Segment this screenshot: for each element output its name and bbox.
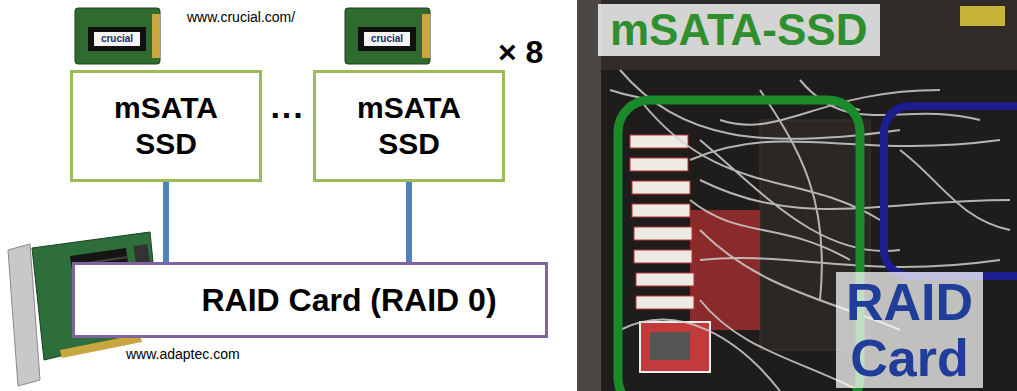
photo-label: mSATA-SSD [598, 4, 880, 56]
ssd-sticker-label [364, 32, 410, 46]
ssd-sticker [88, 27, 146, 51]
ssd-drive [636, 296, 694, 309]
ssd-highlight [618, 100, 860, 391]
ssd-drive [630, 135, 688, 148]
ssd-sticker [358, 27, 416, 51]
ssd-module [650, 332, 690, 360]
ssd-drive [630, 158, 688, 171]
ssd-drive [632, 204, 690, 217]
ssd-board [345, 8, 430, 64]
ssd-board [75, 8, 160, 64]
ssd-drive [634, 250, 692, 263]
ssd-icon [345, 8, 430, 64]
ssd-contacts [422, 14, 430, 58]
raid-highlight [884, 106, 1017, 276]
brand-label: crucial [364, 33, 410, 44]
count-label: × 8 [498, 34, 543, 71]
box-text: mSATA SSD [334, 90, 484, 162]
brand-label: crucial [94, 33, 140, 44]
connector-line [163, 182, 169, 262]
photo-label: RAID Card [836, 272, 983, 388]
box-text: RAID Card (RAID 0) [201, 281, 496, 319]
hardware-photo [577, 0, 1017, 391]
photo-background [577, 0, 1017, 391]
url-label: www.adaptec.com [126, 346, 240, 362]
ssd-drive [636, 273, 694, 286]
url-label: www.crucial.com/ [187, 9, 295, 25]
ssd-box: mSATA SSD [70, 70, 262, 182]
raid-card-box: RAID Card (RAID 0) [72, 262, 548, 338]
ssd-box: mSATA SSD [313, 70, 505, 182]
ssd-sticker-label [94, 32, 140, 46]
case-sticker [960, 6, 1005, 26]
ssd-adapter [640, 322, 710, 372]
ssd-drive [634, 227, 692, 240]
ssd-contacts [152, 14, 160, 58]
connector-line [406, 182, 412, 262]
ssd-icon [75, 8, 160, 64]
case-side [577, 0, 601, 391]
ellipsis-label: ··· [262, 96, 313, 135]
cables [610, 70, 1010, 391]
box-text: mSATA SSD [91, 90, 241, 162]
ssd-drive [632, 181, 690, 194]
